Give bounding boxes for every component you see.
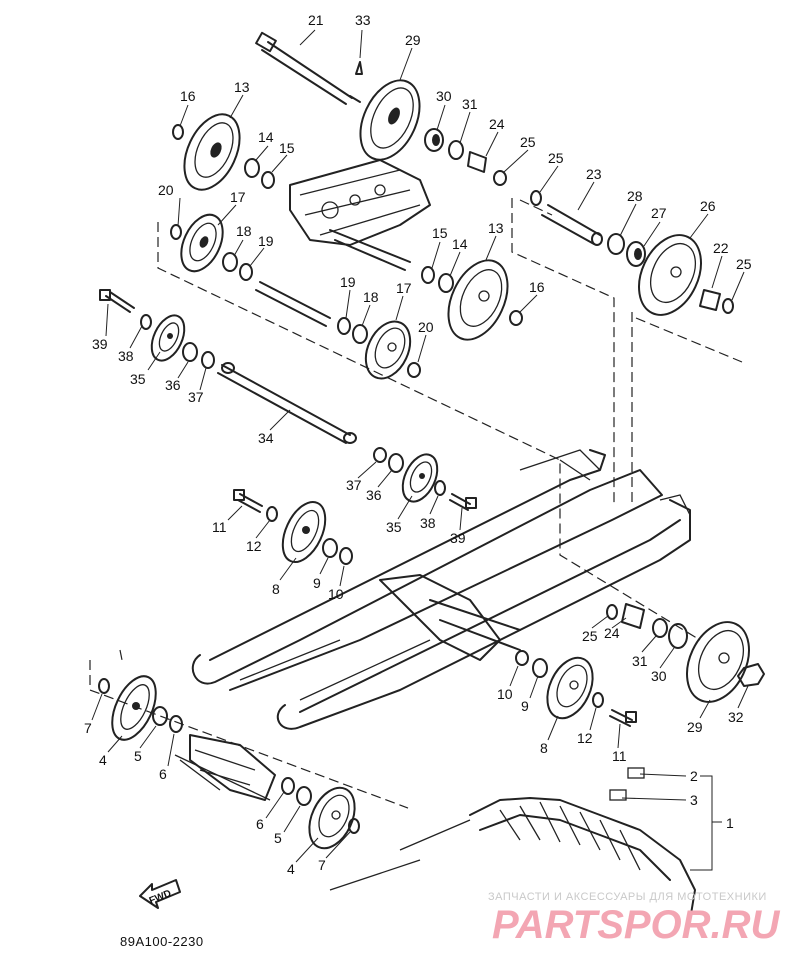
callout-15: 15 (432, 225, 448, 241)
callout-17: 17 (230, 189, 246, 205)
fwd-label: FWD (148, 888, 173, 907)
drawing-code: 89A100-2230 (120, 934, 204, 949)
callout-9: 9 (313, 575, 321, 591)
callout-19: 19 (340, 274, 356, 290)
idler-wheel-13-right (447, 259, 509, 341)
idler-wheel-29-top (359, 79, 421, 161)
watermark: ЗАПЧАСТИ И АКСЕССУАРЫ ДЛЯ МОТОТЕХНИКИ PA… (488, 891, 781, 947)
callout-6: 6 (159, 766, 167, 782)
callout-37: 37 (346, 477, 362, 493)
callout-29: 29 (405, 32, 421, 48)
callout-14: 14 (452, 236, 468, 252)
callout-12: 12 (577, 730, 593, 746)
callout-25: 25 (520, 134, 536, 150)
callout-19: 19 (258, 233, 274, 249)
slide-rail-frame (191, 449, 691, 730)
callout-4: 4 (287, 861, 295, 877)
callout-18: 18 (363, 289, 379, 305)
callout-15: 15 (279, 140, 295, 156)
callout-7: 7 (318, 857, 326, 873)
callout-10: 10 (328, 586, 344, 602)
leader-lines (91, 29, 749, 871)
idler-wheel-8-lower (546, 656, 594, 720)
callout-26: 26 (700, 198, 716, 214)
callout-20: 20 (158, 182, 174, 198)
callout-16: 16 (180, 88, 196, 104)
callout-38: 38 (420, 515, 436, 531)
callout-31: 31 (632, 653, 648, 669)
upper-pivot-arm (289, 159, 431, 271)
callout-35: 35 (386, 519, 402, 535)
idler-wheel-29-lower (686, 621, 750, 703)
idler-wheel-8-upper (281, 501, 327, 563)
callout-1: 1 (726, 815, 734, 831)
callout-22: 22 (713, 240, 729, 256)
callout-25: 25 (582, 628, 598, 644)
callout-23: 23 (586, 166, 602, 182)
watermark-tagline: ЗАПЧАСТИ И АКСЕССУАРЫ ДЛЯ МОТОТЕХНИКИ (488, 891, 767, 903)
idler-wheel-17-left (180, 213, 224, 273)
track-section (329, 767, 696, 921)
callout-21: 21 (308, 12, 324, 28)
callout-25: 25 (548, 150, 564, 166)
watermark-logo: PARTSPOR.RU (492, 903, 781, 947)
callout-10: 10 (497, 686, 513, 702)
idler-wheel-17-right (364, 320, 412, 380)
callout-25: 25 (736, 256, 752, 272)
callout-16: 16 (529, 279, 545, 295)
callout-5: 5 (274, 830, 282, 846)
callout-39: 39 (92, 336, 108, 352)
callout-39: 39 (450, 530, 466, 546)
callout-18: 18 (236, 223, 252, 239)
callout-24: 24 (604, 625, 620, 641)
callout-4: 4 (99, 752, 107, 768)
callout-13: 13 (234, 79, 250, 95)
callout-11: 11 (612, 748, 627, 764)
assembly-guide-lines (89, 198, 743, 809)
callout-32: 32 (728, 709, 744, 725)
idler-wheel-35-left (150, 314, 186, 362)
callout-17: 17 (396, 280, 412, 296)
callout-labels: 21 33 29 16 13 30 31 24 25 14 15 25 23 2… (84, 12, 752, 877)
callout-30: 30 (436, 88, 452, 104)
idler-wheel-26 (638, 234, 702, 316)
callout-6: 6 (256, 816, 264, 832)
callout-28: 28 (627, 188, 643, 204)
idler-wheel-13-left (183, 113, 241, 191)
callout-20: 20 (418, 319, 434, 335)
callout-8: 8 (272, 581, 280, 597)
callout-12: 12 (246, 538, 262, 554)
idler-wheel-4-right (308, 786, 356, 850)
callout-2: 2 (690, 768, 698, 784)
front-arm-bracket (174, 734, 276, 801)
forward-arrow: FWD (139, 879, 181, 909)
callout-35: 35 (130, 371, 146, 387)
small-parts (98, 124, 765, 834)
callout-7: 7 (84, 720, 92, 736)
callout-38: 38 (118, 348, 134, 364)
callout-3: 3 (690, 792, 698, 808)
callout-9: 9 (521, 698, 529, 714)
callout-11: 11 (212, 519, 227, 535)
shafts (217, 31, 603, 444)
callout-36: 36 (165, 377, 181, 393)
callout-13: 13 (488, 220, 504, 236)
callout-37: 37 (188, 389, 204, 405)
callout-36: 36 (366, 487, 382, 503)
callout-29: 29 (687, 719, 703, 735)
callout-14: 14 (258, 129, 274, 145)
callout-24: 24 (489, 116, 505, 132)
wheels (111, 79, 750, 850)
callout-8: 8 (540, 740, 548, 756)
callout-5: 5 (134, 748, 142, 764)
callout-33: 33 (355, 12, 371, 28)
callout-27: 27 (651, 205, 667, 221)
callout-34: 34 (258, 430, 274, 446)
callout-30: 30 (651, 668, 667, 684)
callout-31: 31 (462, 96, 478, 112)
